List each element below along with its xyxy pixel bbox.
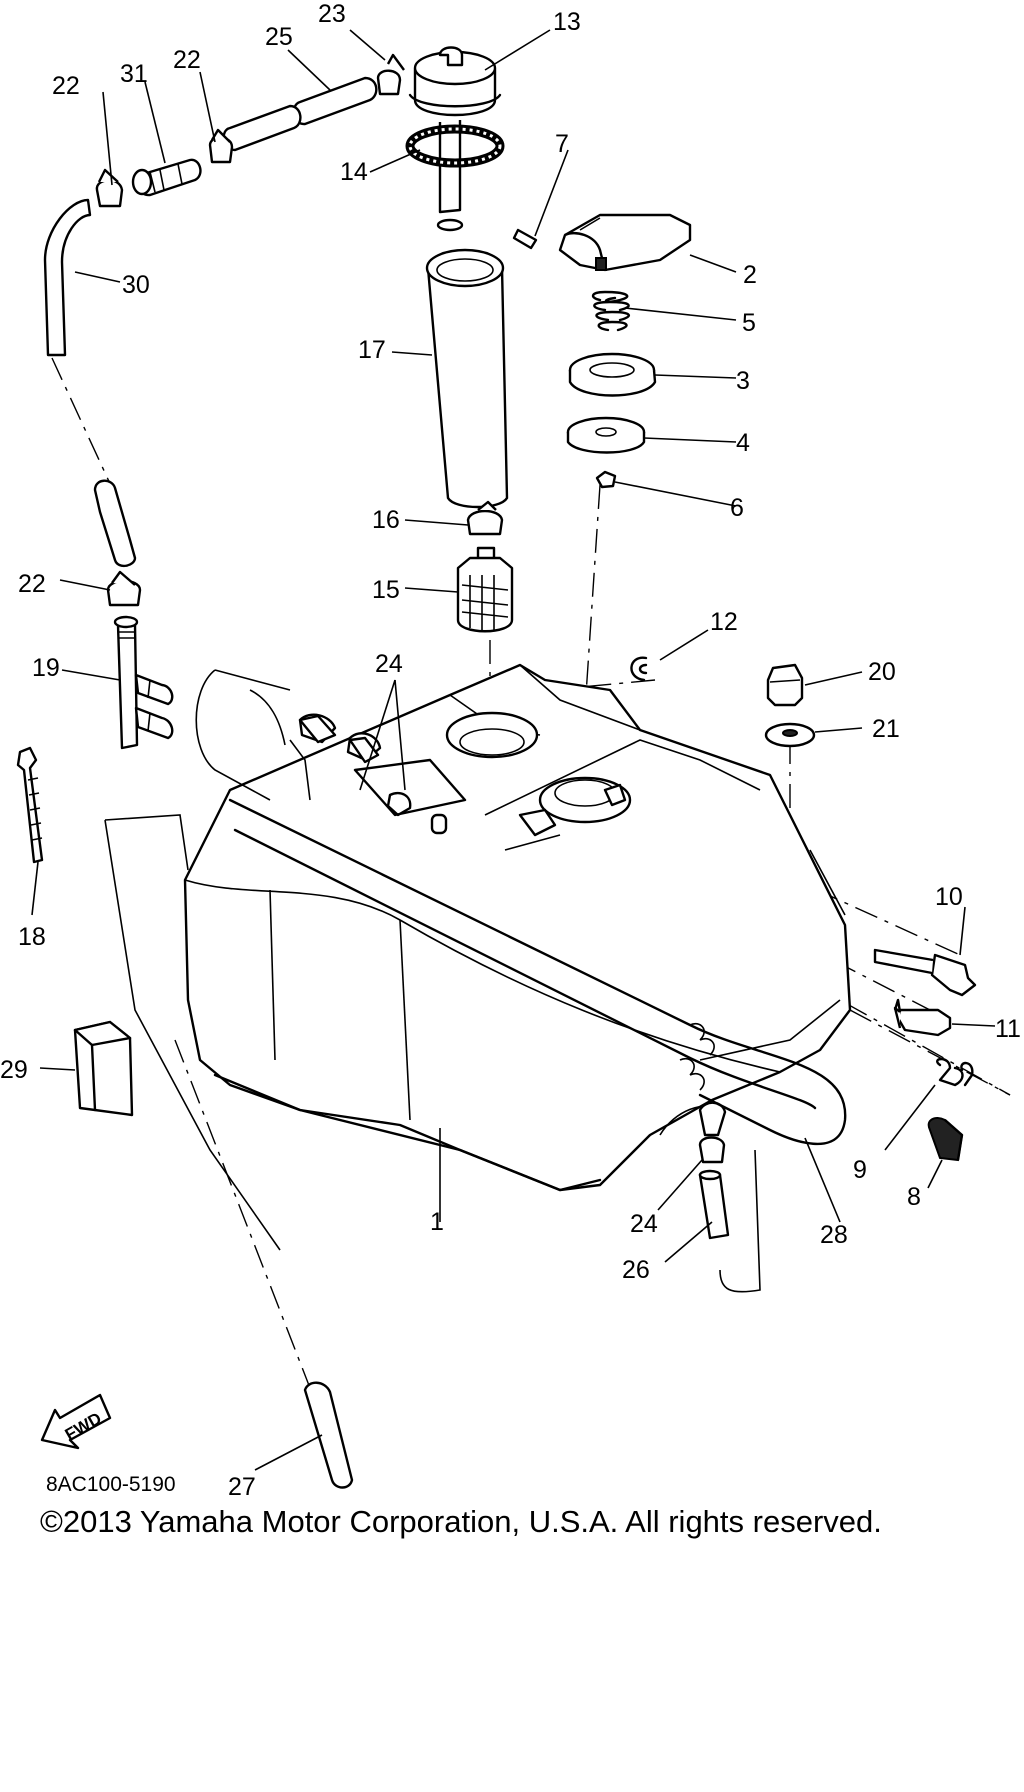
part-label-22: 22 — [18, 570, 46, 598]
part-label-6: 6 — [730, 494, 744, 522]
part-label-24: 24 — [630, 1210, 658, 1238]
t-joint-19 — [113, 615, 174, 750]
hose-piece-upper — [93, 479, 137, 568]
bolt-10 — [873, 948, 977, 997]
part-label-26: 26 — [622, 1256, 650, 1284]
vent-hose-28 — [228, 798, 847, 1293]
part-labels: 22 31 22 25 23 13 14 7 2 5 3 4 6 17 30 1… — [0, 0, 1021, 1501]
washer-4 — [566, 416, 646, 454]
hose-upper — [249, 689, 286, 746]
part-label-16: 16 — [372, 506, 400, 534]
hose-26 — [698, 1169, 730, 1240]
joint-31 — [131, 158, 202, 197]
sponge-29 — [73, 1020, 134, 1117]
filler-tube-17 — [425, 248, 509, 509]
washer-21 — [764, 722, 816, 748]
part-label-9: 9 — [853, 1156, 867, 1184]
clip-22-left — [95, 168, 124, 208]
part-label-22: 22 — [173, 46, 201, 74]
diagram-code: 8AC100-5190 — [46, 1473, 176, 1496]
cap-cover-2 — [558, 213, 692, 272]
part-label-24: 24 — [375, 650, 403, 678]
clip-23 — [376, 53, 405, 96]
part-label-21: 21 — [872, 715, 900, 743]
part-label-2: 2 — [743, 261, 757, 289]
filler-cap-13 — [408, 46, 502, 232]
copyright-notice: ©2013 Yamaha Motor Corporation, U.S.A. A… — [40, 1504, 882, 1539]
hose-27 — [303, 1381, 354, 1489]
hose-25 — [222, 76, 378, 152]
part-label-17: 17 — [358, 336, 386, 364]
part-label-11: 11 — [995, 1015, 1021, 1043]
part-label-25: 25 — [265, 23, 293, 51]
part-label-7: 7 — [555, 130, 569, 158]
part-label-30: 30 — [122, 271, 150, 299]
band-18 — [16, 746, 44, 864]
o-ring-14 — [405, 124, 505, 168]
hose-30 — [43, 198, 92, 357]
part-label-14: 14 — [340, 158, 368, 186]
part-label-27: 27 — [228, 1473, 256, 1501]
band-9 — [936, 1057, 974, 1087]
part-label-20: 20 — [868, 658, 896, 686]
part-label-22: 22 — [52, 72, 80, 100]
hose-loop-outline — [195, 669, 271, 801]
part-label-31: 31 — [120, 60, 148, 88]
hull-outline — [104, 814, 281, 1251]
leader-lines — [31, 29, 996, 1471]
part-label-23: 23 — [318, 0, 346, 28]
clamp-8 — [927, 1117, 964, 1162]
part-label-28: 28 — [820, 1221, 848, 1249]
short-hoses-tank-top — [298, 714, 380, 764]
part-label-3: 3 — [736, 367, 750, 395]
hose-loop-outline-2 — [214, 669, 291, 691]
part-label-15: 15 — [372, 576, 400, 604]
part-label-1: 1 — [430, 1208, 444, 1236]
spring-5 — [591, 290, 631, 332]
part-label-13: 13 — [553, 8, 581, 36]
part-label-19: 19 — [32, 654, 60, 682]
clip-22-mid — [106, 570, 142, 607]
nut-20 — [766, 663, 804, 707]
collar-6 — [595, 470, 617, 489]
part-label-10: 10 — [935, 883, 963, 911]
fwd-arrow: FWD — [40, 1393, 112, 1450]
bolt-11 — [893, 998, 952, 1037]
clip-16 — [466, 500, 504, 536]
part-label-4: 4 — [736, 429, 750, 457]
pin-7 — [512, 228, 538, 250]
part-label-8: 8 — [907, 1183, 921, 1211]
part-label-29: 29 — [0, 1056, 28, 1084]
part-label-5: 5 — [742, 309, 756, 337]
part-label-18: 18 — [18, 923, 46, 951]
packing-3 — [568, 352, 657, 397]
clip-12 — [630, 656, 648, 682]
clip-24-lower — [698, 1136, 726, 1164]
fuel-filter-15 — [456, 546, 514, 633]
part-label-12: 12 — [710, 608, 738, 636]
